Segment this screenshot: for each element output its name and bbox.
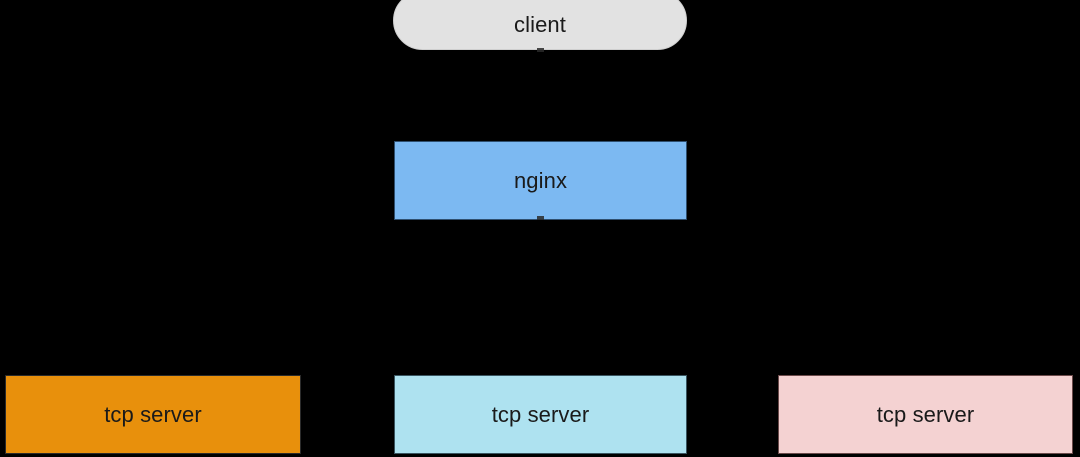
node-tcp-server-left-label: tcp server (104, 401, 202, 427)
node-client[interactable]: client (393, 0, 687, 50)
node-tcp-server-middle-label: tcp server (491, 401, 590, 427)
node-tcp-server-middle[interactable]: tcp server (394, 375, 687, 454)
node-nginx-label: nginx (513, 167, 568, 193)
node-tcp-server-left[interactable]: tcp server (5, 375, 301, 454)
node-tcp-server-right[interactable]: tcp server (778, 375, 1073, 454)
edge-nginx-to-server-left (147, 220, 541, 376)
arrowhead-tick-below-nginx (537, 216, 544, 220)
node-tcp-server-right-label: tcp server (876, 401, 975, 427)
node-client-label: client (514, 12, 566, 37)
node-nginx[interactable]: nginx (394, 141, 687, 220)
arrowhead-tick-below-client (537, 48, 544, 52)
edge-nginx-to-server-right (539, 220, 932, 376)
